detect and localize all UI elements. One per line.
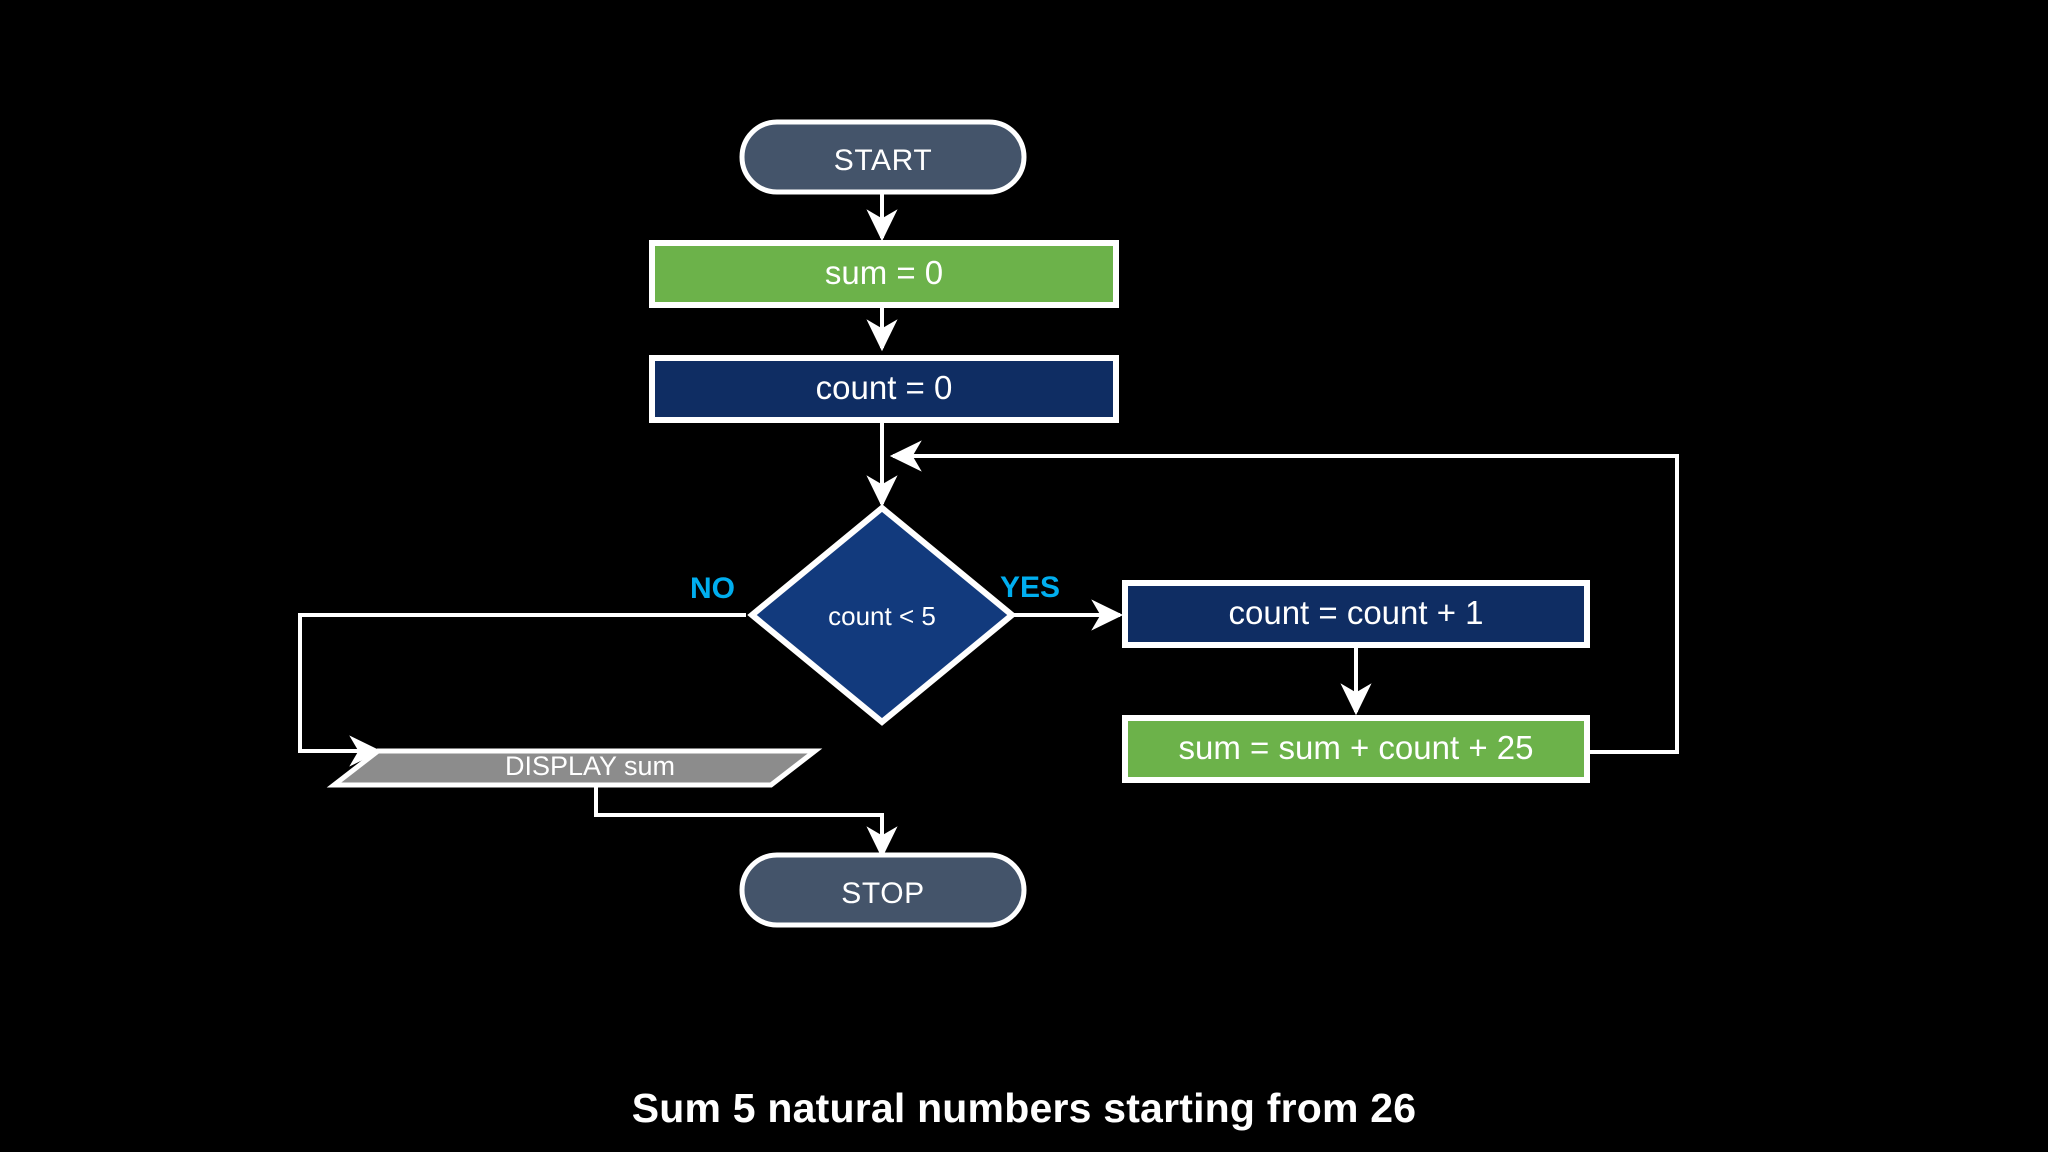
node-start — [739, 119, 1027, 195]
node-sum-init — [649, 240, 1119, 308]
node-count-init — [649, 355, 1119, 423]
edge-sum-acc-loopback — [889, 440, 1679, 754]
branch-label-no: NO — [690, 572, 735, 605]
node-count-inc — [1122, 580, 1590, 648]
branch-label-yes: YES — [1000, 571, 1061, 604]
node-sum-acc — [1122, 715, 1590, 783]
node-stop — [739, 852, 1027, 928]
edge-decision-no-to-display — [298, 613, 746, 767]
diagram-caption: Sum 5 natural numbers starting from 26 — [631, 1085, 1417, 1131]
node-decision — [747, 504, 1017, 726]
node-display — [326, 748, 823, 788]
edge-display-to-stop — [594, 785, 898, 859]
